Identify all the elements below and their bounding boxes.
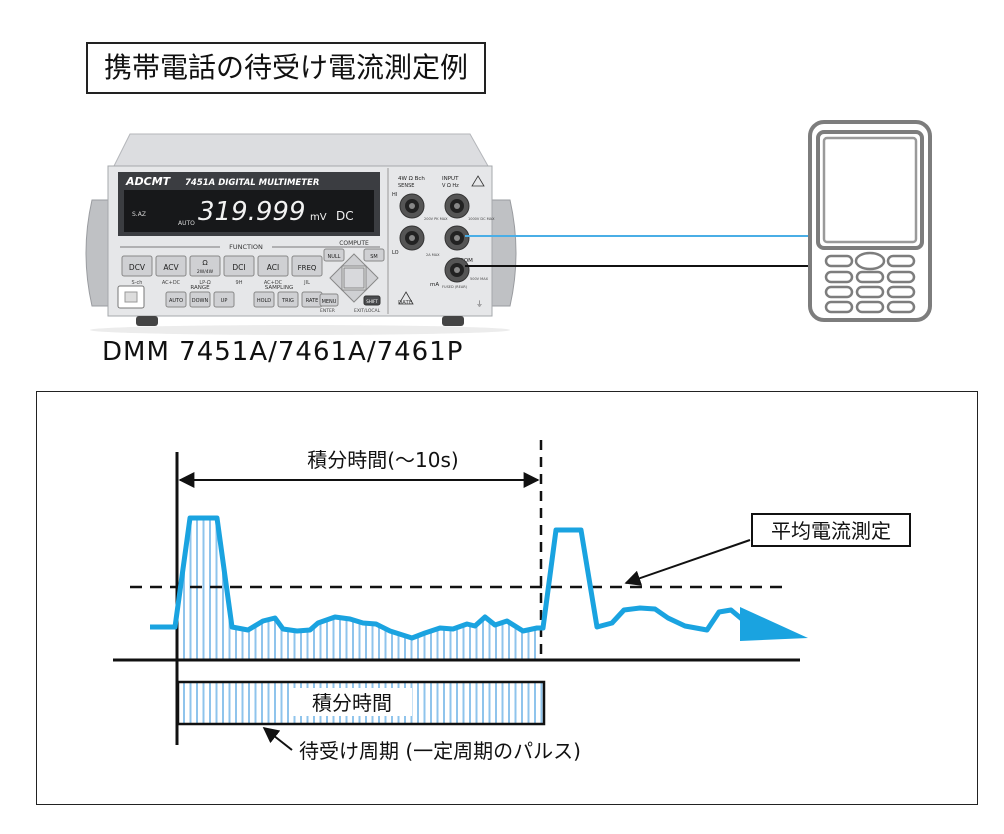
waveform-continuation-arrow	[740, 607, 808, 641]
integration-box-label: 積分時間	[312, 691, 392, 715]
average-label: 平均電流測定	[771, 519, 891, 543]
standby-cycle-pointer	[264, 728, 292, 750]
integrated-area-hatch	[177, 500, 540, 660]
integration-time-arrow-label: 積分時間(〜10s)	[307, 448, 458, 472]
standby-cycle-label: 待受け周期 (一定周期のパルス)	[299, 739, 581, 763]
current-waveform	[150, 518, 752, 638]
average-label-pointer	[626, 540, 750, 583]
